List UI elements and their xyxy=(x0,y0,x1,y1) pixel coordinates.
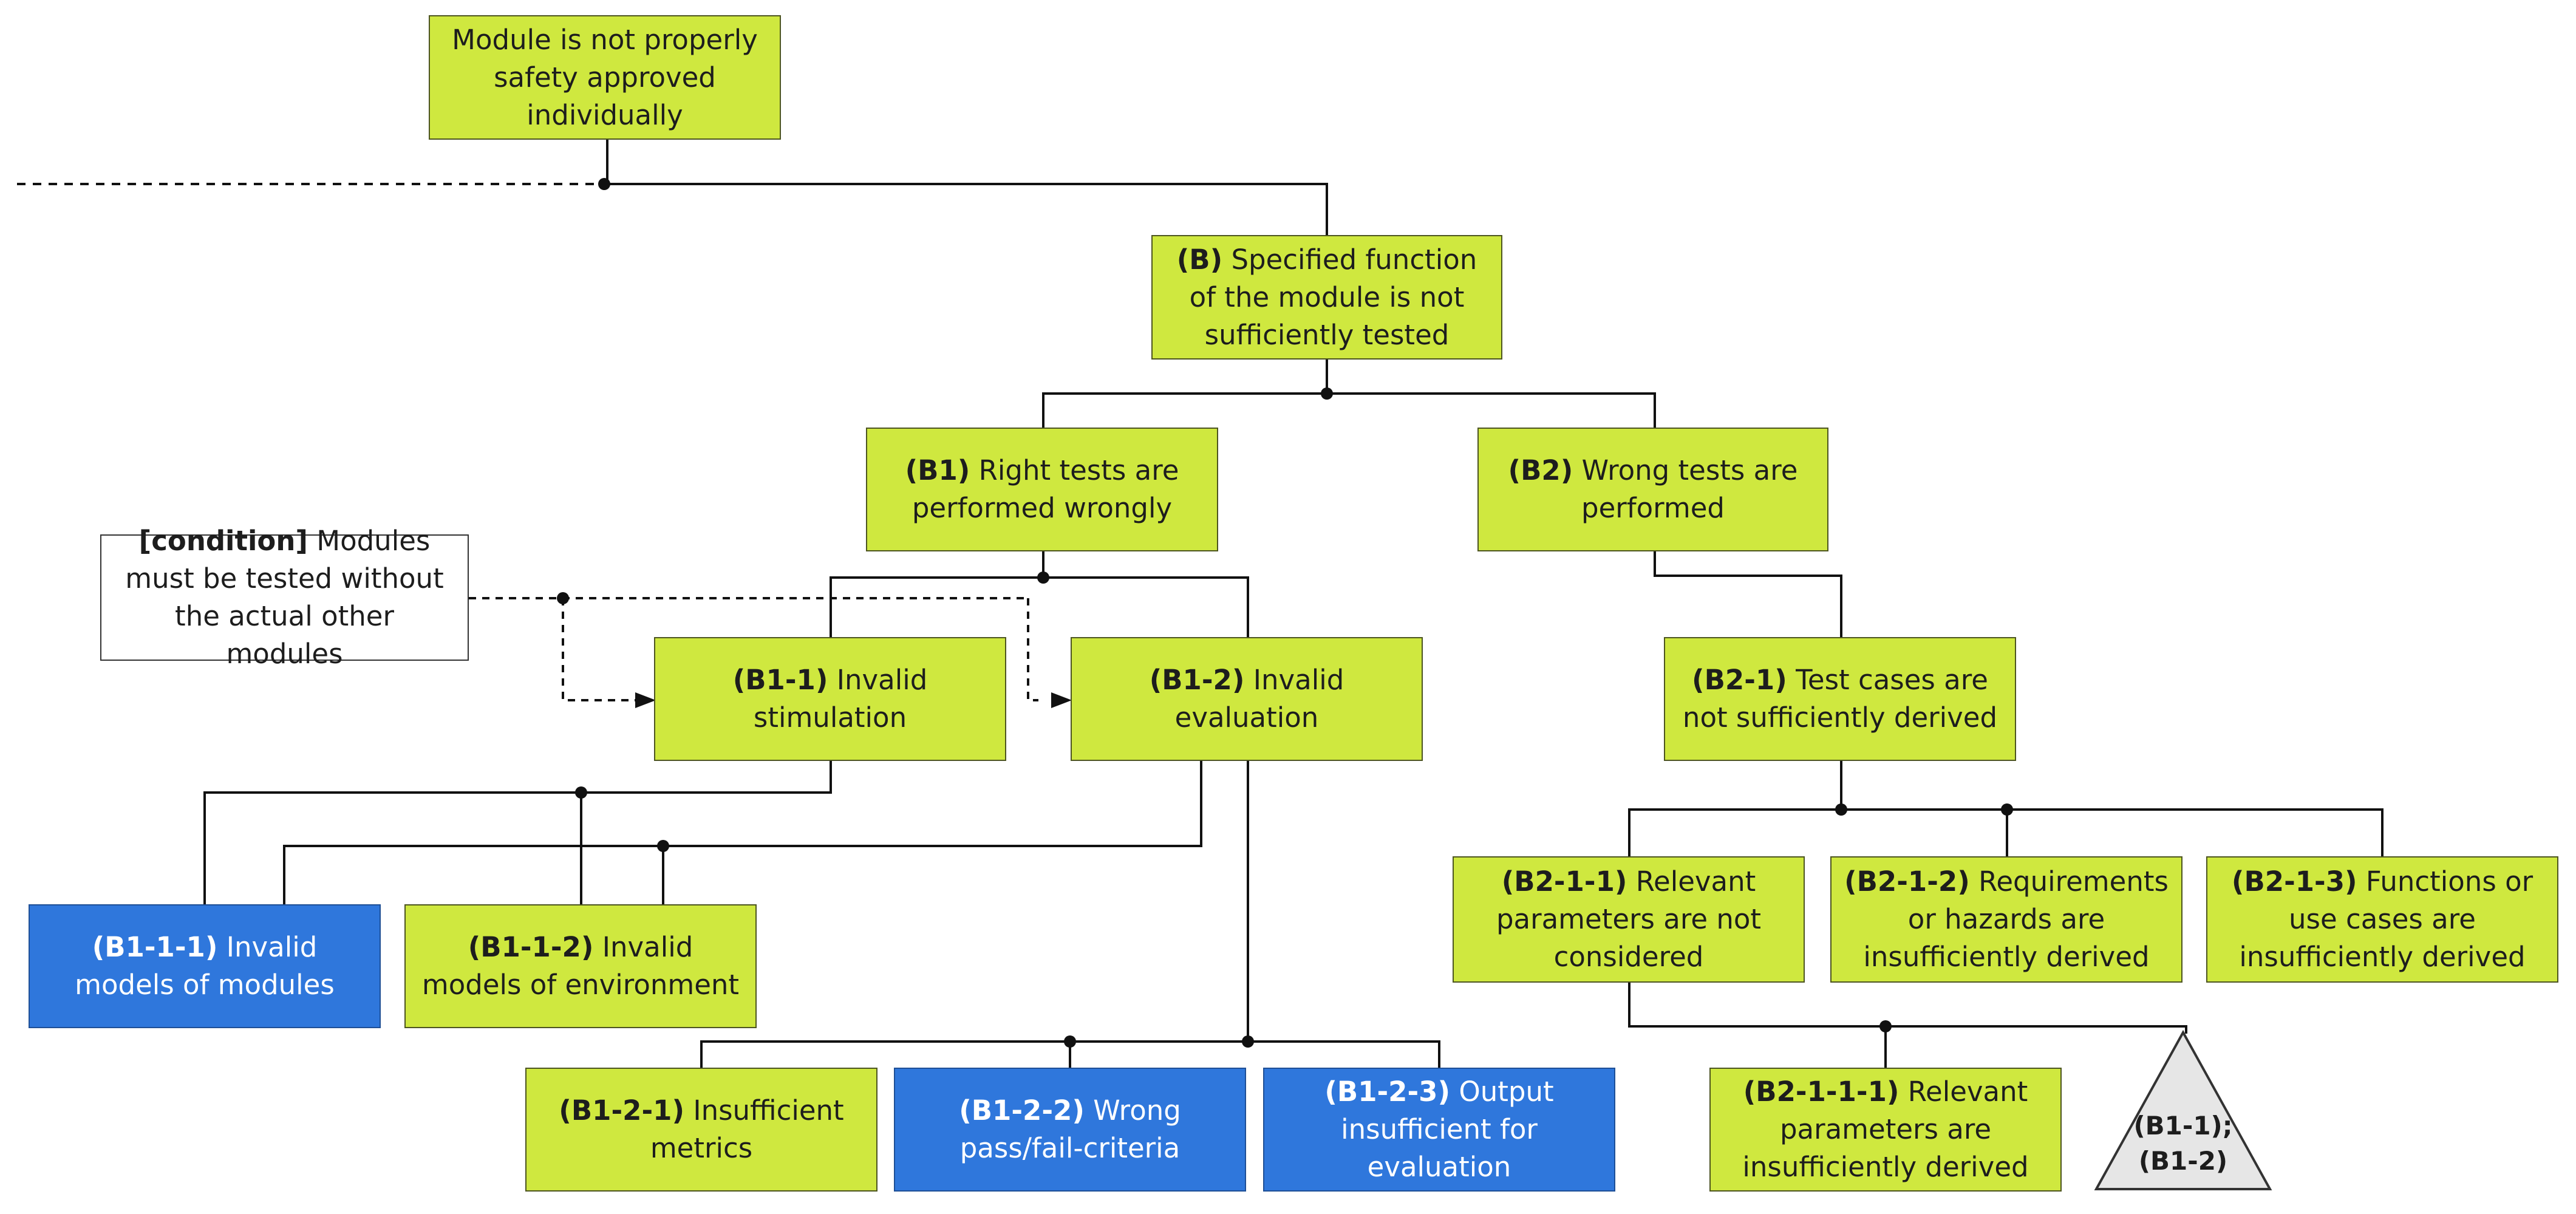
dashed-arrow-b11 xyxy=(562,598,638,701)
node-b1-2-1-text: Insufficient metrics xyxy=(650,1094,844,1164)
node-b2-1-1-1[interactable]: (B2-1-1-1) Relevant parameters are insuf… xyxy=(1709,1068,2062,1192)
node-b1-2-2-text: Wrong pass/fail-criteria xyxy=(959,1094,1181,1164)
transfer-line-2: (B1-2) xyxy=(2138,1146,2228,1176)
node-b2-1-1-id: (B2-1-1) xyxy=(1501,865,1627,898)
node-b1-1-text: Invalid stimulation xyxy=(753,664,928,734)
junction-dot xyxy=(1242,1035,1254,1048)
node-b-id: (B) xyxy=(1176,243,1223,276)
node-b2-1-3[interactable]: (B2-1-3) Functions or use cases are insu… xyxy=(2206,856,2558,983)
node-b1-2-1-id: (B1-2-1) xyxy=(559,1094,685,1127)
node-b2-1-2[interactable]: (B2-1-2) Requirements or hazards are ins… xyxy=(1830,856,2182,983)
node-b2-1-3-id: (B2-1-3) xyxy=(2231,865,2357,898)
connector-b-branch xyxy=(1042,392,1656,428)
connector-b1-branch xyxy=(830,576,1249,637)
junction-dot xyxy=(657,840,669,852)
node-b2-1-1-text: Relevant parameters are not considered xyxy=(1496,865,1762,973)
node-root[interactable]: Module is not properly safety approved i… xyxy=(429,15,781,140)
node-b1[interactable]: (B1) Right tests are performed wrongly xyxy=(866,428,1218,551)
arrowhead-b11 xyxy=(635,692,656,708)
node-b1-2-id: (B1-2) xyxy=(1149,664,1245,696)
node-b1-1-2[interactable]: (B1-1-2) Invalid models of environment xyxy=(404,904,757,1028)
arrowhead-b12 xyxy=(1051,692,1072,708)
node-b2-1-text: Test cases are not sufficiently derived xyxy=(1682,664,1998,734)
node-b1-1-1-text: Invalid models of modules xyxy=(75,931,335,1001)
connector-b11-bar xyxy=(203,761,832,904)
node-b2-1-1-1-text: Relevant parameters are insufficiently d… xyxy=(1742,1076,2029,1183)
node-b1-1[interactable]: (B1-1) Invalid stimulation xyxy=(654,637,1006,761)
node-b2-text: Wrong tests are performed xyxy=(1573,454,1798,524)
junction-dot xyxy=(557,592,569,604)
dashed-arrow-b12 xyxy=(1027,598,1038,701)
node-b1-1-id: (B1-1) xyxy=(732,664,828,696)
node-b1-2-text: Invalid evaluation xyxy=(1174,664,1344,734)
junction-dot xyxy=(1064,1035,1076,1048)
node-b1-2-3-id: (B1-2-3) xyxy=(1324,1076,1451,1108)
node-b1-id: (B1) xyxy=(905,454,970,486)
node-b1-1-1[interactable]: (B1-1-1) Invalid models of modules xyxy=(29,904,381,1028)
node-root-text: Module is not properly safety approved i… xyxy=(452,23,758,131)
junction-dot xyxy=(1321,387,1333,400)
node-b1-text: Right tests are performed wrongly xyxy=(911,454,1179,524)
node-b2-id: (B2) xyxy=(1508,454,1573,486)
transfer-triangle-label[interactable]: (B1-1); (B1-2) xyxy=(2122,1108,2244,1179)
node-b1-2-2[interactable]: (B1-2-2) Wrong pass/fail-criteria xyxy=(894,1068,1246,1192)
transfer-triangle xyxy=(2094,1029,2272,1190)
junction-dot xyxy=(1835,803,1847,816)
node-b2-1-1-1-id: (B2-1-1-1) xyxy=(1743,1076,1900,1108)
node-b2-1-id: (B2-1) xyxy=(1692,664,1787,696)
node-condition-id: [condition] xyxy=(138,525,308,557)
node-b1-1-2-text: Invalid models of environment xyxy=(421,931,740,1001)
node-b-text: Specified function of the module is not … xyxy=(1189,243,1477,351)
junction-dot xyxy=(598,178,610,190)
node-condition-text: Modules must be tested without the actua… xyxy=(125,525,444,670)
connector-b12-bar xyxy=(283,761,1202,904)
node-b2[interactable]: (B2) Wrong tests are performed xyxy=(1477,428,1828,551)
node-b[interactable]: (B) Specified function of the module is … xyxy=(1151,235,1502,360)
node-b1-2-3-text: Output insufficient for evaluation xyxy=(1341,1076,1554,1183)
node-b2-1-1[interactable]: (B2-1-1) Relevant parameters are not con… xyxy=(1453,856,1805,983)
node-b1-2[interactable]: (B1-2) Invalid evaluation xyxy=(1071,637,1423,761)
junction-dot xyxy=(1879,1020,1892,1032)
node-b1-1-2-id: (B1-1-2) xyxy=(468,931,594,963)
node-b2-1-3-text: Functions or use cases are insufficientl… xyxy=(2239,865,2533,973)
node-b2-1-2-text: Requirements or hazards are insufficient… xyxy=(1863,865,2169,973)
junction-dot xyxy=(575,786,587,799)
transfer-line-1: (B1-1); xyxy=(2133,1111,2233,1141)
node-b2-1-2-id: (B2-1-2) xyxy=(1844,865,1970,898)
node-condition[interactable]: [condition] Modules must be tested witho… xyxy=(100,525,469,670)
node-b1-2-2-id: (B1-2-2) xyxy=(959,1094,1085,1127)
connector-root-b xyxy=(606,140,1328,235)
node-b2-1[interactable]: (B2-1) Test cases are not sufficiently d… xyxy=(1664,637,2016,761)
connector-b211-down xyxy=(1628,983,2187,1034)
node-b1-1-1-id: (B1-1-1) xyxy=(92,931,218,963)
node-b1-2-3[interactable]: (B1-2-3) Output insufficient for evaluat… xyxy=(1263,1068,1615,1192)
node-b1-2-1[interactable]: (B1-2-1) Insufficient metrics xyxy=(525,1068,877,1192)
junction-dot xyxy=(2001,803,2013,816)
junction-dot xyxy=(1037,571,1049,584)
connector-b2-b21 xyxy=(1654,551,1842,637)
